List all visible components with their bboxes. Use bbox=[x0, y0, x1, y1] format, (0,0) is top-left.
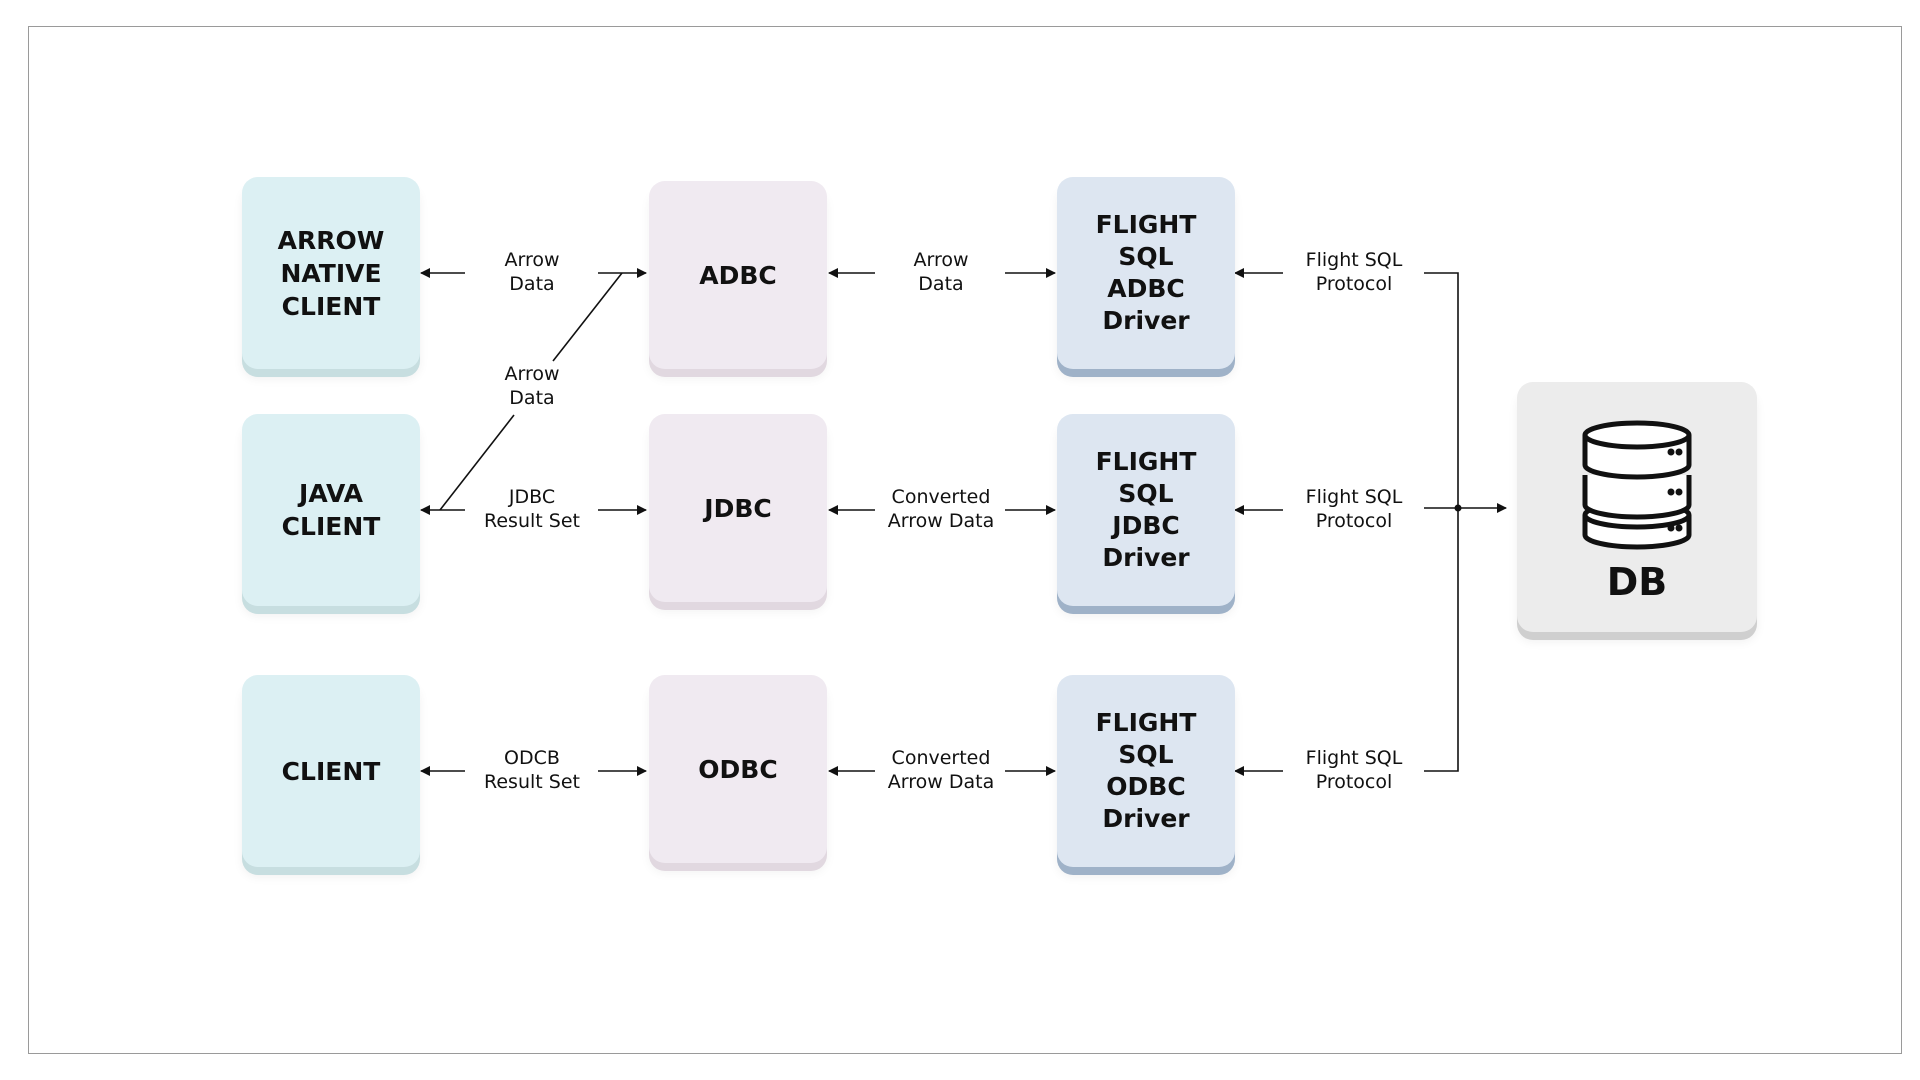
flight-sql-jdbc-driver-node: FLIGHT SQL JDBC Driver bbox=[1057, 414, 1235, 606]
edge-label-arrow-client-adbc: Arrow Data bbox=[504, 248, 560, 296]
jdbc-label: JDBC bbox=[704, 493, 772, 523]
edge-label-java-jdbc: JDBC Result Set bbox=[484, 485, 580, 533]
client-node: CLIENT bbox=[242, 675, 420, 867]
java-client-label: JAVA CLIENT bbox=[281, 479, 381, 541]
edge-java-adbc-upper bbox=[552, 272, 623, 362]
odbc-label: ODBC bbox=[698, 754, 778, 784]
edge-protocol-bus bbox=[1424, 272, 1459, 772]
edge-label-java-adbc: Arrow Data bbox=[504, 362, 560, 410]
db-node: DB bbox=[1517, 382, 1757, 632]
jdbc-node: JDBC bbox=[649, 414, 827, 602]
java-client-node: JAVA CLIENT bbox=[242, 414, 420, 606]
arrow-native-client-label: ARROW NATIVE CLIENT bbox=[277, 225, 385, 321]
edge-label-odbc-driver: Converted Arrow Data bbox=[887, 746, 995, 794]
db-label: DB bbox=[1606, 560, 1668, 604]
adbc-label: ADBC bbox=[699, 260, 777, 290]
adbc-node: ADBC bbox=[649, 181, 827, 369]
flight-sql-adbc-driver-node: FLIGHT SQL ADBC Driver bbox=[1057, 177, 1235, 369]
flight-sql-odbc-driver-label: FLIGHT SQL ODBC Driver bbox=[1095, 708, 1197, 833]
edge-label-adbc-driver-db: Flight SQL Protocol bbox=[1305, 248, 1403, 296]
edge-label-jdbc-driver-db: Flight SQL Protocol bbox=[1305, 485, 1403, 533]
flight-sql-jdbc-driver-label: FLIGHT SQL JDBC Driver bbox=[1095, 447, 1197, 572]
edge-label-adbc-driver: Arrow Data bbox=[913, 248, 969, 296]
edge-label-jdbc-driver: Converted Arrow Data bbox=[887, 485, 995, 533]
edge-label-client-odbc: ODCB Result Set bbox=[484, 746, 580, 794]
odbc-node: ODBC bbox=[649, 675, 827, 863]
flight-sql-adbc-driver-label: FLIGHT SQL ADBC Driver bbox=[1095, 210, 1197, 335]
diagram-frame bbox=[28, 26, 1902, 1054]
arrow-native-client-node: ARROW NATIVE CLIENT bbox=[242, 177, 420, 369]
edge-label-odbc-driver-db: Flight SQL Protocol bbox=[1305, 746, 1403, 794]
flight-sql-odbc-driver-node: FLIGHT SQL ODBC Driver bbox=[1057, 675, 1235, 867]
edge-java-adbc-lower bbox=[439, 414, 515, 511]
database-icon bbox=[1582, 420, 1692, 550]
client-label: CLIENT bbox=[281, 756, 381, 786]
bus-junction bbox=[1454, 504, 1462, 512]
